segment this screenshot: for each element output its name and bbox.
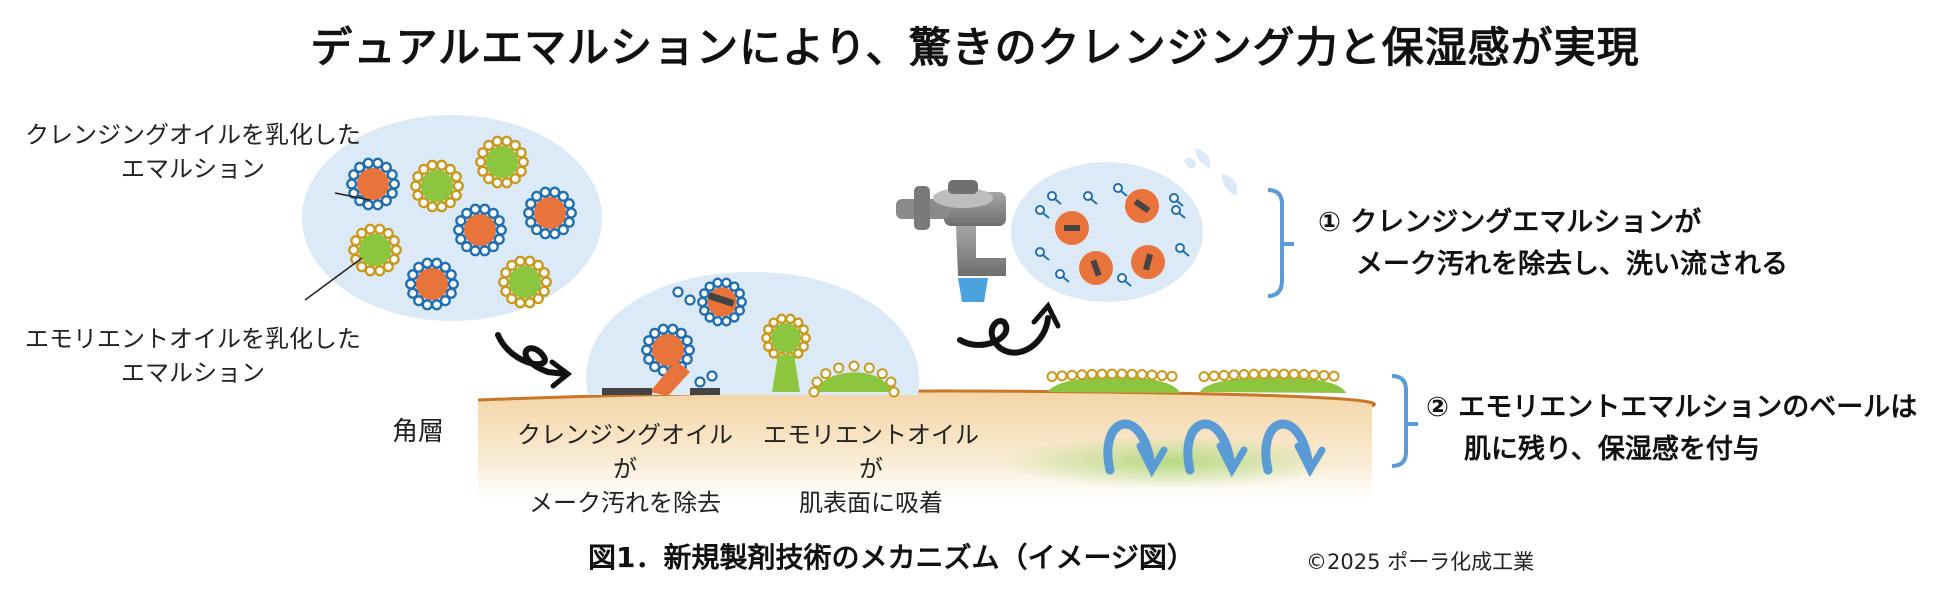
surfactant-molecule xyxy=(706,370,718,382)
surfactant-molecule xyxy=(1035,205,1050,219)
surfactant-molecule xyxy=(694,376,706,388)
label-line: エマルション xyxy=(121,359,265,387)
rinse-bubble xyxy=(1011,162,1203,302)
emollient-veil-layer xyxy=(1198,368,1346,393)
emollient-veil-layer xyxy=(1046,368,1180,393)
step-number: ① xyxy=(1318,207,1341,238)
emollient-emulsion-label: エモリエントオイルを乳化した エマルション xyxy=(18,322,368,390)
makeup-dirt xyxy=(1143,253,1153,271)
surfactant-molecule xyxy=(1117,273,1132,287)
emollient-stem xyxy=(772,355,800,392)
step-line: クレンジングエマルションが xyxy=(1350,207,1702,238)
step-2: ② エモリエントエマルションのベールは 肌に残り、保湿感を付与 xyxy=(1426,387,1917,471)
pointer-line xyxy=(304,257,363,301)
cleansing-emulsion-label: クレンジングオイルを乳化した エマルション xyxy=(18,118,368,186)
emollient-droplet xyxy=(348,223,402,277)
copyright: ©2025 ポーラ化成工業 xyxy=(1306,550,1535,574)
surfactant-molecule xyxy=(1055,269,1070,283)
emulsion-droplets xyxy=(346,135,577,311)
stratum-corneum-label: 角層 xyxy=(392,417,445,447)
label-line: メーク汚れを除去 xyxy=(529,489,721,517)
cleansing-droplet xyxy=(346,157,400,211)
cleansing-droplet xyxy=(453,203,507,257)
emollient-veil xyxy=(1046,368,1346,393)
step-1: ① クレンジングエマルションが メーク汚れを除去し、洗い流される xyxy=(1318,202,1788,286)
makeup-dirt xyxy=(1133,198,1151,214)
surfactant-molecule xyxy=(1169,193,1184,207)
surfactant-molecule xyxy=(684,294,696,306)
cleansing-droplet xyxy=(641,323,695,377)
step-line: 肌に残り、保湿感を付与 xyxy=(1464,434,1760,465)
step-line: メーク汚れを除去し、洗い流される xyxy=(1356,249,1788,280)
makeup-dirt xyxy=(1090,259,1102,277)
emollient-dome xyxy=(808,360,900,398)
pointer-line xyxy=(334,192,371,201)
moisture-arrows xyxy=(1103,419,1326,478)
makeup-dirt xyxy=(1064,225,1080,231)
makeup-dirt xyxy=(602,388,652,395)
surfactant-molecule xyxy=(672,286,684,298)
label-line: 肌表面に吸着 xyxy=(799,489,943,517)
water-drop-icon xyxy=(1184,148,1238,196)
oil-stream xyxy=(650,360,690,396)
cleansing-droplet xyxy=(405,257,459,311)
emollient-adsorbs-label: エモリエントオイルが 肌表面に吸着 xyxy=(756,418,986,520)
surfactant-molecule xyxy=(1047,191,1062,205)
step-line: エモリエントエマルションのベールは xyxy=(1458,392,1918,423)
emollient-droplet xyxy=(761,313,811,363)
surfactant-molecule xyxy=(1083,191,1098,205)
label-line: エマルション xyxy=(121,155,265,183)
makeup-dirt xyxy=(707,292,735,307)
step2-bracket xyxy=(1391,374,1408,468)
label-line: クレンジングオイルが xyxy=(517,421,733,483)
emollient-droplet xyxy=(498,255,552,309)
moisture-glow xyxy=(1000,436,1340,488)
figure-caption: 図1．新規製剤技術のメカニズム（イメージ図） xyxy=(588,541,1195,574)
label-line: エモリエントオイルが xyxy=(763,421,979,483)
page-title: デュアルエマルションにより、驚きのクレンジング力と保湿感が実現 xyxy=(310,23,1640,72)
curl-arrow-icon xyxy=(957,301,1061,356)
emollient-droplet xyxy=(475,135,529,189)
cleansing-removes-label: クレンジングオイルが メーク汚れを除去 xyxy=(510,418,740,520)
rinsed-droplets xyxy=(1035,183,1190,287)
surfactant-molecule xyxy=(1113,183,1128,197)
cleansing-droplet xyxy=(523,186,577,240)
faucet-icon xyxy=(896,180,1006,302)
label-line: クレンジングオイルを乳化した xyxy=(25,121,361,149)
label-line: エモリエントオイルを乳化した xyxy=(25,325,361,353)
surfactant-molecule xyxy=(1171,205,1186,219)
makeup-dirt xyxy=(690,388,720,395)
surfactant-molecule xyxy=(1035,247,1050,261)
emollient-droplet xyxy=(410,159,464,213)
step-number: ② xyxy=(1426,392,1449,423)
action-droplets xyxy=(602,277,900,398)
surfactant-molecule xyxy=(1175,243,1190,257)
step1-bracket xyxy=(1267,188,1284,298)
curl-arrow-icon xyxy=(495,332,573,389)
